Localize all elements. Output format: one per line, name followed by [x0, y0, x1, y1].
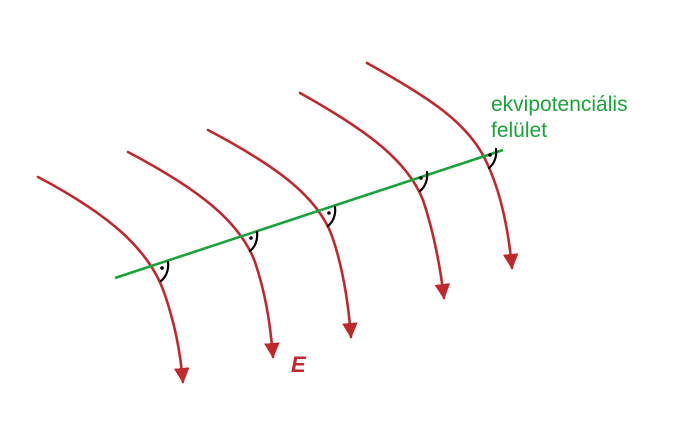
surface-label-line-2: felület	[491, 119, 548, 142]
field-line-1	[36, 175, 190, 384]
equipotential-surface-line	[114, 148, 504, 280]
field-lines-group	[36, 61, 519, 384]
field-line-5	[365, 61, 519, 270]
right-angle-marker-4	[418, 170, 429, 193]
right-angle-marker-5	[487, 147, 498, 170]
right-angle-marker-1	[159, 260, 170, 283]
right-angle-marker-2	[248, 230, 259, 253]
equipotential-surface-label: ekvipotenciális felület	[491, 92, 628, 144]
field-line-3	[206, 128, 358, 339]
field-line-2	[126, 150, 280, 359]
field-line-4	[298, 91, 451, 300]
electric-field-label: E	[291, 352, 306, 377]
right-angle-markers	[159, 147, 498, 283]
surface-label-line-1: ekvipotenciális	[491, 93, 628, 116]
right-angle-marker-3	[326, 205, 337, 228]
